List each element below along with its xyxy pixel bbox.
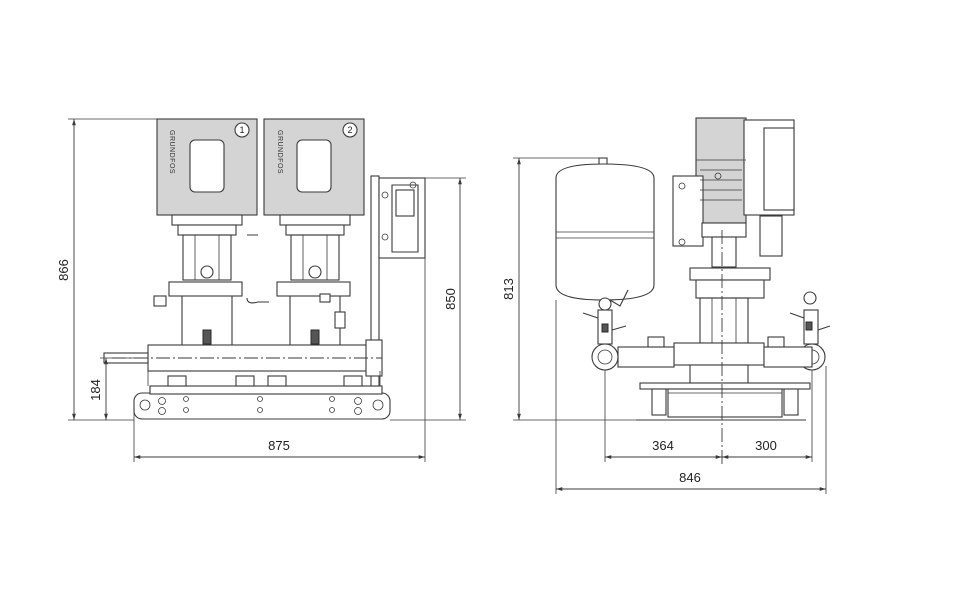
dim-total-depth: 846 bbox=[679, 470, 701, 485]
control-cabinet bbox=[370, 175, 426, 387]
manifold bbox=[103, 339, 383, 387]
side-base bbox=[636, 382, 811, 421]
side-motor bbox=[672, 117, 795, 257]
front-view: 1 GRUNDFOS 2 GRUNDFOS bbox=[56, 118, 466, 462]
side-pump-body bbox=[673, 222, 771, 384]
dim-width: 875 bbox=[268, 438, 290, 453]
dim-manifold-height: 184 bbox=[88, 379, 103, 401]
bypass-pipe bbox=[246, 234, 269, 304]
front-dimensions: 866 184 850 875 bbox=[56, 118, 466, 462]
pressure-tank bbox=[555, 157, 655, 307]
side-view: 813 364 300 846 bbox=[501, 117, 831, 494]
right-valve-assembly bbox=[763, 291, 831, 371]
dim-side-height: 813 bbox=[501, 278, 516, 300]
dim-control-height: 850 bbox=[443, 288, 458, 310]
dim-right-offset: 300 bbox=[755, 438, 777, 453]
pump-1: 1 GRUNDFOS bbox=[153, 118, 258, 345]
dim-total-height: 866 bbox=[56, 259, 71, 281]
pump-2-number: 2 bbox=[347, 125, 352, 135]
pump-2: 2 GRUNDFOS bbox=[263, 118, 365, 345]
left-valve-assembly bbox=[582, 297, 675, 371]
pump-1-number: 1 bbox=[239, 125, 244, 135]
pump-1-brand: GRUNDFOS bbox=[168, 130, 175, 174]
base-frame bbox=[133, 385, 391, 420]
side-dimensions: 813 364 300 846 bbox=[501, 157, 827, 494]
pump-2-brand: GRUNDFOS bbox=[276, 130, 283, 174]
dim-left-offset: 364 bbox=[652, 438, 674, 453]
pump-1-number-circle bbox=[234, 122, 250, 138]
pump-2-number-circle bbox=[342, 122, 358, 138]
